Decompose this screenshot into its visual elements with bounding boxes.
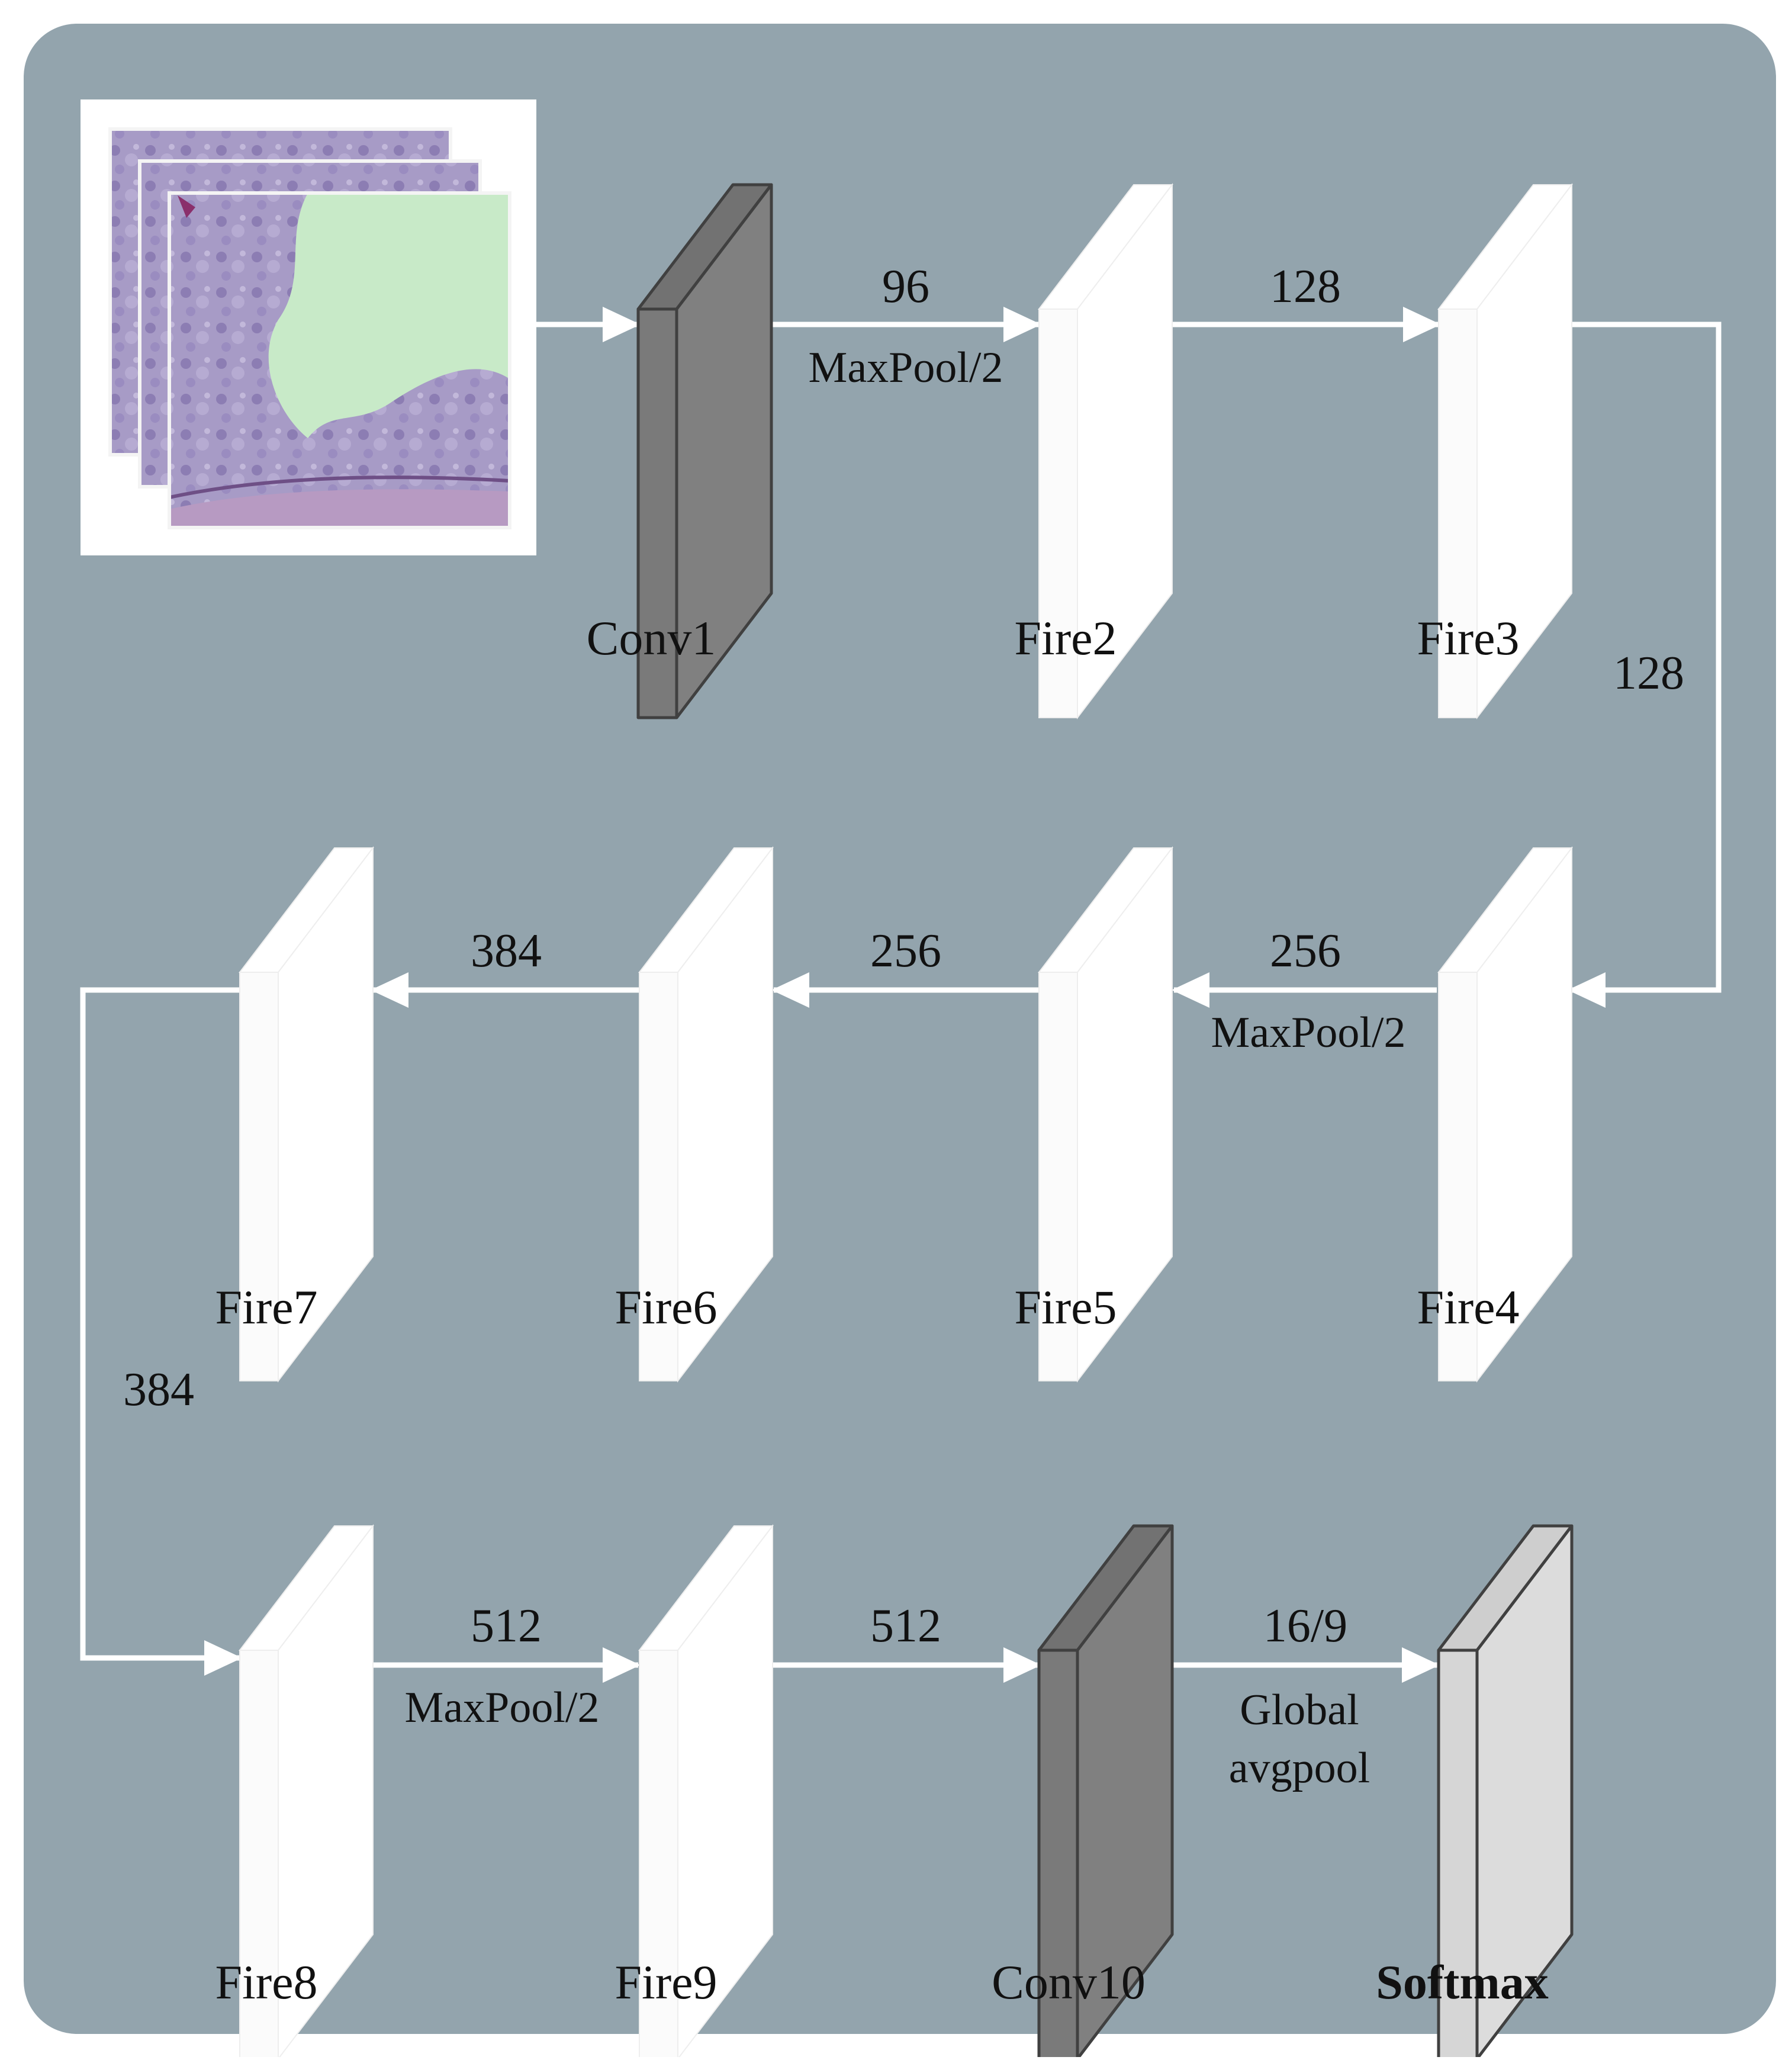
label-fire6: Fire6 bbox=[615, 1280, 717, 1334]
edge-value-fire2-fire3: 128 bbox=[1270, 261, 1341, 313]
conv1-front-face bbox=[636, 307, 678, 719]
fire2-front-face bbox=[1038, 308, 1078, 718]
fire4-front-face bbox=[1438, 972, 1478, 1381]
layer-blocks bbox=[238, 183, 1574, 2060]
connector-arrows bbox=[80, 307, 1722, 1683]
fire4-layer-block bbox=[1437, 846, 1574, 1383]
fire5-layer-block bbox=[1037, 846, 1174, 1383]
edge-note-fire4-fire5: MaxPool/2 bbox=[1211, 1008, 1406, 1057]
fire7-front-face bbox=[239, 972, 279, 1381]
label-fire7: Fire7 bbox=[215, 1280, 317, 1334]
fire7-layer-block bbox=[238, 846, 375, 1383]
label-fire5: Fire5 bbox=[1014, 1280, 1117, 1334]
histology-image-stack-icon bbox=[81, 99, 536, 555]
label-conv10: Conv10 bbox=[992, 1955, 1146, 2009]
edge-note-conv10-softmax-line2: avgpool bbox=[1229, 1744, 1370, 1792]
edge-note-fire8-fire9: MaxPool/2 bbox=[405, 1683, 600, 1732]
edge-value-fire9-conv10: 512 bbox=[870, 1600, 941, 1652]
fire5-front-face bbox=[1038, 972, 1078, 1381]
label-fire4: Fire4 bbox=[1417, 1280, 1519, 1334]
conv1-layer-block bbox=[636, 183, 773, 719]
edge-value-conv1-fire2: 96 bbox=[882, 261, 929, 313]
histology-image-front bbox=[168, 191, 511, 529]
fire8-layer-block bbox=[238, 1524, 375, 2060]
edge-value-fire7-fire8: 384 bbox=[123, 1364, 194, 1416]
label-conv1: Conv1 bbox=[587, 611, 716, 665]
fire9-layer-block bbox=[638, 1524, 774, 2060]
edge-value-fire8-fire9: 512 bbox=[471, 1600, 542, 1652]
fire3-front-face bbox=[1438, 308, 1478, 718]
layer-labels: Conv1 Fire2 Fire3 Fire7 Fire6 Fire5 Fire… bbox=[215, 611, 1548, 2009]
label-fire3: Fire3 bbox=[1417, 611, 1519, 665]
edge-value-conv10-softmax: 16/9 bbox=[1263, 1600, 1347, 1652]
edge-value-fire5-fire6: 256 bbox=[870, 925, 941, 977]
edge-value-fire3-fire4: 128 bbox=[1613, 647, 1684, 699]
label-fire2: Fire2 bbox=[1014, 611, 1117, 665]
fire2-layer-block bbox=[1037, 183, 1174, 719]
edge-note-conv1-fire2: MaxPool/2 bbox=[809, 343, 1003, 392]
label-fire9: Fire9 bbox=[615, 1955, 717, 2009]
softmax-layer-block bbox=[1437, 1524, 1574, 2060]
arrow-fire3-fire4 bbox=[1568, 322, 1722, 1008]
label-fire8: Fire8 bbox=[215, 1955, 317, 2009]
edge-value-fire6-fire7: 384 bbox=[471, 925, 542, 977]
label-softmax: Softmax bbox=[1376, 1955, 1549, 2009]
conv10-layer-block bbox=[1037, 1524, 1174, 2060]
edge-labels: 96 MaxPool/2 128 128 256 MaxPool/2 256 3… bbox=[123, 261, 1684, 1792]
edge-note-conv10-softmax-line1: Global bbox=[1240, 1686, 1359, 1734]
fire6-front-face bbox=[639, 972, 678, 1381]
arrow-fire7-fire8 bbox=[80, 987, 242, 1676]
edge-value-fire4-fire5: 256 bbox=[1270, 925, 1341, 977]
fire3-layer-block bbox=[1437, 183, 1574, 719]
fire6-layer-block bbox=[638, 846, 774, 1383]
